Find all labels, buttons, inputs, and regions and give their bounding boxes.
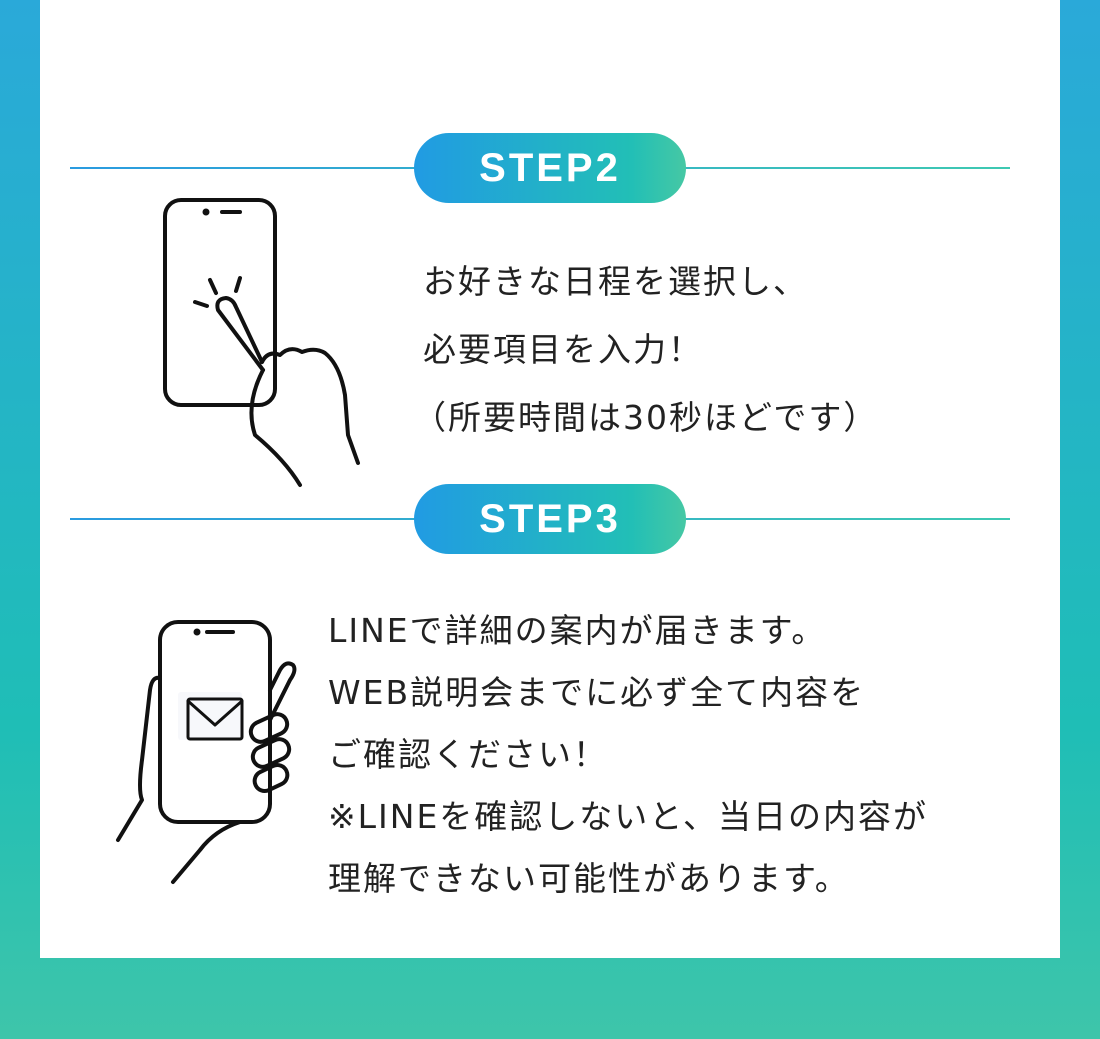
step2-description: お好きな日程を選択し、 必要項目を入力！ （所要時間は30秒ほどです） (413, 248, 878, 452)
step3-line: LINEで詳細の案内が届きます。 (328, 611, 827, 650)
step2-line: （所要時間は30秒ほどです） (413, 398, 879, 437)
phone-mail-icon (116, 620, 297, 884)
step2-badge: STEP2 (414, 133, 686, 203)
phone-tap-icon (163, 198, 360, 487)
step3-line: ご確認ください！ (328, 735, 608, 774)
step3-description: LINEで詳細の案内が届きます。 WEB説明会までに必ず全て内容を ご確認くださ… (328, 600, 928, 910)
step2-line: お好きな日程を選択し、 (423, 262, 808, 301)
step3-line: WEB説明会までに必ず全て内容を (328, 673, 866, 712)
step3-line: 理解できない可能性があります。 (328, 859, 850, 898)
step2-line: 必要項目を入力！ (423, 330, 703, 369)
step3-line: ※LINEを確認しないと、当日の内容が (328, 797, 928, 836)
step3-badge: STEP3 (414, 484, 686, 554)
